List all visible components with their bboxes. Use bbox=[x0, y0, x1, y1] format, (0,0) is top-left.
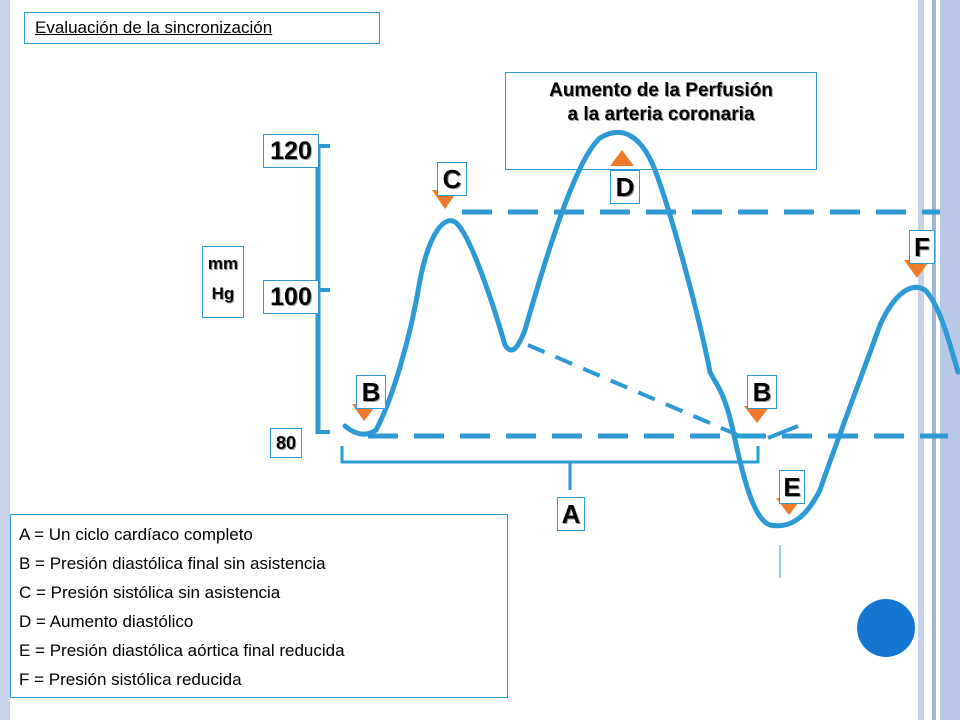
left-frame bbox=[0, 0, 10, 720]
cycle-bracket bbox=[340, 446, 760, 464]
perfusion-note-box: Aumento de la Perfusión a la arteria cor… bbox=[505, 72, 817, 170]
tick-label-80: 80 bbox=[270, 428, 302, 458]
legend-item-b: B = Presión diastólica final sin asisten… bbox=[19, 554, 326, 573]
legend-item-f: F = Presión sistólica reducida bbox=[19, 670, 242, 689]
label-e: E bbox=[779, 470, 805, 504]
unit-line2: Hg bbox=[211, 284, 235, 303]
label-b-left: B bbox=[356, 375, 386, 409]
label-c: C bbox=[437, 162, 467, 196]
right-frame-stripe bbox=[940, 0, 960, 720]
right-frame-stripe bbox=[932, 0, 936, 720]
label-d: D bbox=[610, 170, 640, 204]
slide-title-box: Evaluación de la sincronización bbox=[24, 12, 380, 44]
label-f: F bbox=[909, 230, 935, 264]
legend-item-d: D = Aumento diastólico bbox=[19, 612, 194, 631]
unit-line1: mm bbox=[207, 254, 239, 273]
tick-label-100: 100 bbox=[263, 280, 319, 314]
right-frame-stripe bbox=[918, 0, 924, 720]
arterial-pressure-waveform bbox=[342, 129, 960, 529]
perfusion-note-line1: Aumento de la Perfusión bbox=[549, 80, 773, 101]
legend-item-a: A = Un ciclo cardíaco completo bbox=[19, 525, 253, 544]
early-systole-segment bbox=[767, 424, 799, 440]
marker-f-arrow-icon bbox=[904, 260, 930, 278]
right-frame bbox=[918, 0, 960, 720]
perfusion-note-line2: a la arteria coronaria bbox=[567, 104, 755, 125]
legend-item-c: C = Presión sistólica sin asistencia bbox=[19, 583, 281, 602]
marker-b-right-arrow-icon bbox=[744, 406, 770, 423]
tick-label-120: 120 bbox=[263, 134, 319, 168]
legend-item-e: E = Presión diastólica aórtica final red… bbox=[19, 641, 345, 660]
marker-d-arrow-icon bbox=[610, 150, 634, 166]
unassisted-decline-dashed-line bbox=[527, 343, 741, 438]
label-b-right: B bbox=[747, 375, 777, 409]
slide-title: Evaluación de la sincronización bbox=[35, 18, 273, 37]
legend-box: A = Un ciclo cardíaco completo B = Presi… bbox=[10, 514, 508, 698]
unit-label: mm Hg bbox=[202, 246, 244, 318]
label-a: A bbox=[557, 497, 585, 531]
decorative-circle bbox=[857, 599, 915, 657]
